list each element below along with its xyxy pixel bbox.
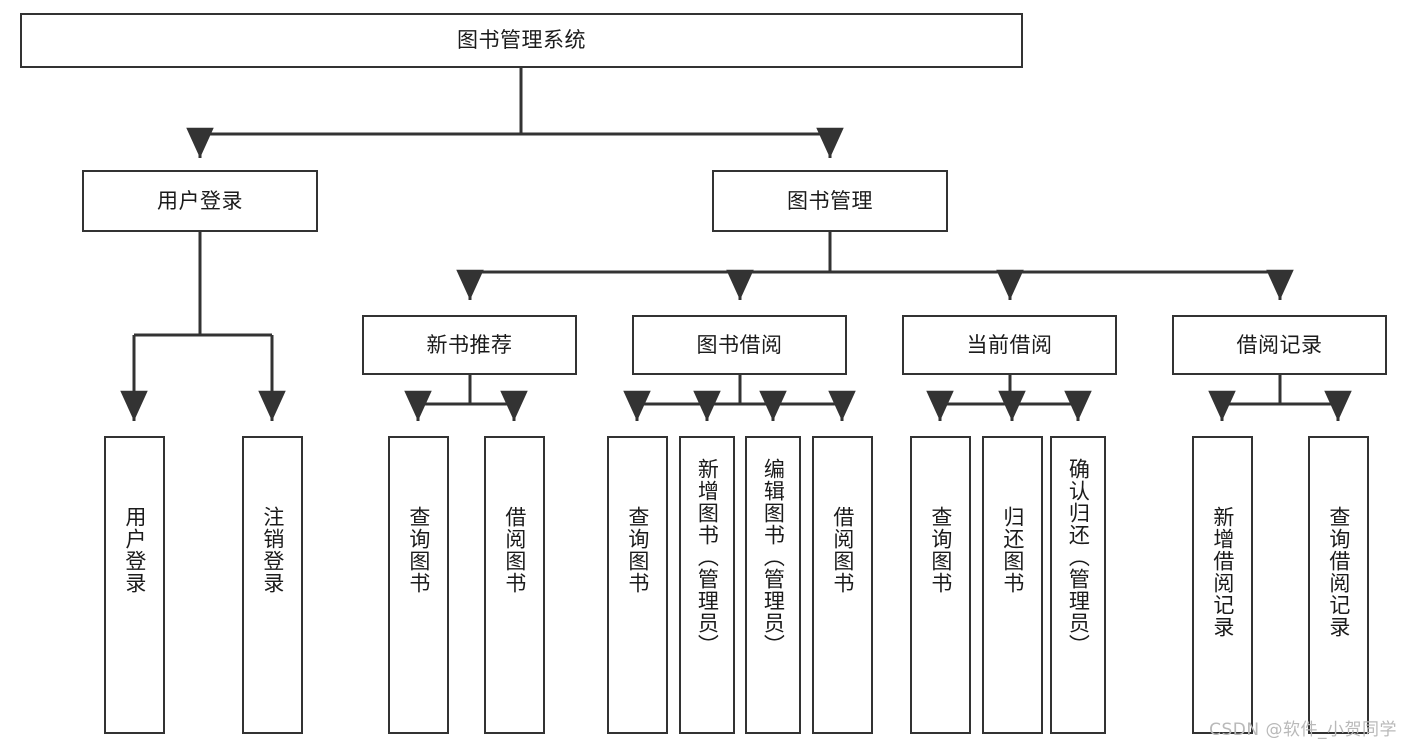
- node-leaf-add-borrow-record[interactable]: 新增借阅记录: [1192, 436, 1253, 734]
- node-root-label: 图书管理系统: [457, 28, 586, 53]
- node-leaf-query-book-rec-label: 查询图书: [406, 506, 431, 594]
- node-leaf-confirm-return-admin[interactable]: 确认归还（管理员）: [1050, 436, 1106, 734]
- node-user-login-label: 用户登录: [157, 188, 243, 213]
- node-new-book-rec-label: 新书推荐: [426, 332, 513, 357]
- node-leaf-user-login-label: 用户登录: [122, 506, 147, 594]
- node-borrow-record-label: 借阅记录: [1236, 332, 1323, 357]
- node-current-borrow[interactable]: 当前借阅: [902, 315, 1117, 375]
- node-leaf-logout-label: 注销登录: [260, 506, 285, 594]
- node-leaf-add-book-admin-label: 新增图书（管理员）: [695, 458, 720, 656]
- node-current-borrow-label: 当前借阅: [966, 332, 1053, 357]
- node-leaf-query-book-cur-label: 查询图书: [928, 506, 953, 594]
- csdn-watermark: CSDN @软件_小贺同学: [1209, 720, 1397, 740]
- node-leaf-user-login[interactable]: 用户登录: [104, 436, 165, 734]
- node-user-login[interactable]: 用户登录: [82, 170, 318, 232]
- node-book-borrow-label: 图书借阅: [696, 332, 783, 357]
- node-leaf-return-book[interactable]: 归还图书: [982, 436, 1043, 734]
- node-leaf-borrow-book-borrow[interactable]: 借阅图书: [812, 436, 873, 734]
- node-leaf-edit-book-admin-label: 编辑图书（管理员）: [761, 458, 786, 656]
- node-leaf-query-borrow-record[interactable]: 查询借阅记录: [1308, 436, 1369, 734]
- node-book-manage[interactable]: 图书管理: [712, 170, 948, 232]
- node-leaf-query-book-cur[interactable]: 查询图书: [910, 436, 971, 734]
- node-leaf-borrow-book-rec-label: 借阅图书: [502, 506, 527, 594]
- node-leaf-borrow-book-rec[interactable]: 借阅图书: [484, 436, 545, 734]
- node-leaf-add-borrow-record-label: 新增借阅记录: [1210, 506, 1235, 638]
- node-leaf-query-book-borrow-label: 查询图书: [625, 506, 650, 594]
- node-book-borrow[interactable]: 图书借阅: [632, 315, 847, 375]
- node-leaf-add-book-admin[interactable]: 新增图书（管理员）: [679, 436, 735, 734]
- node-leaf-logout[interactable]: 注销登录: [242, 436, 303, 734]
- node-leaf-query-borrow-record-label: 查询借阅记录: [1326, 506, 1351, 638]
- node-leaf-borrow-book-borrow-label: 借阅图书: [830, 506, 855, 594]
- node-root[interactable]: 图书管理系统: [20, 13, 1023, 68]
- node-leaf-confirm-return-admin-label: 确认归还（管理员）: [1066, 458, 1091, 656]
- node-leaf-edit-book-admin[interactable]: 编辑图书（管理员）: [745, 436, 801, 734]
- node-book-manage-label: 图书管理: [787, 188, 873, 213]
- node-new-book-rec[interactable]: 新书推荐: [362, 315, 577, 375]
- node-borrow-record[interactable]: 借阅记录: [1172, 315, 1387, 375]
- node-leaf-return-book-label: 归还图书: [1000, 506, 1025, 594]
- node-leaf-query-book-rec[interactable]: 查询图书: [388, 436, 449, 734]
- node-leaf-query-book-borrow[interactable]: 查询图书: [607, 436, 668, 734]
